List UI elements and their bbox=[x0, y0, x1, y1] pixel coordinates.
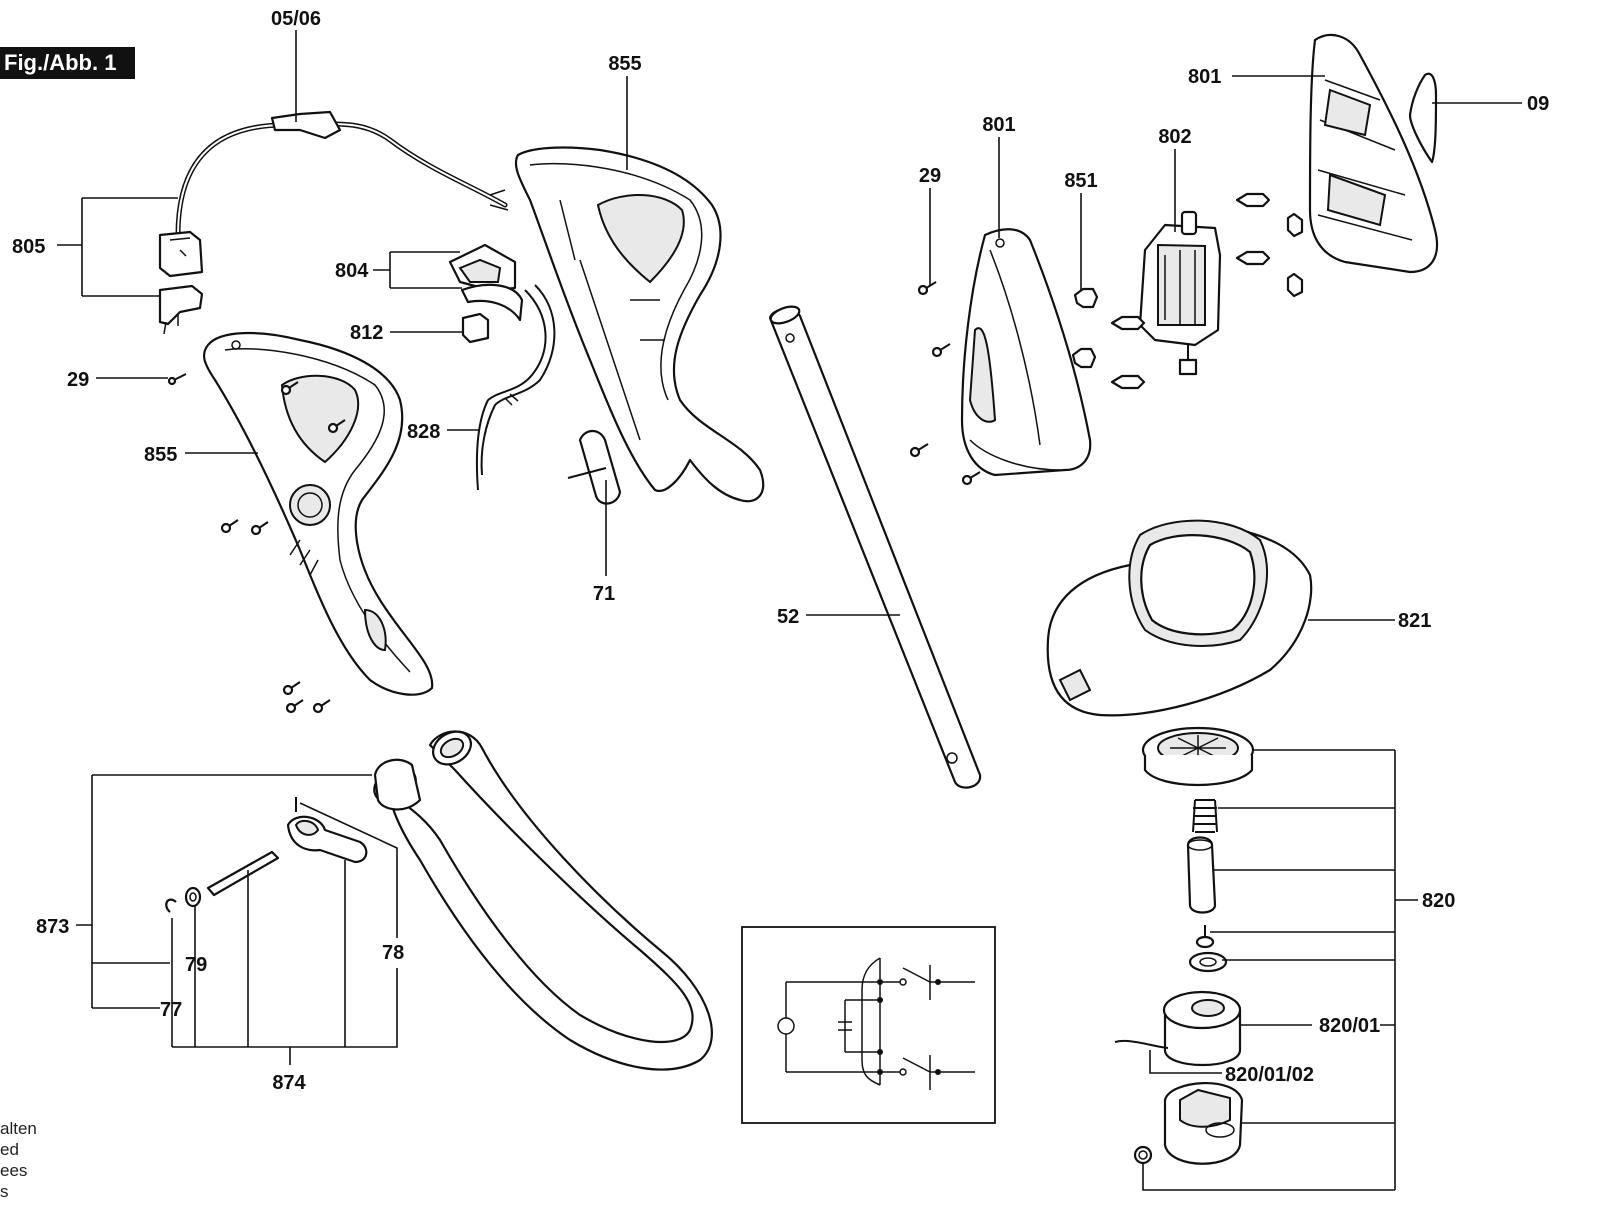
hex-nuts bbox=[1071, 192, 1304, 390]
label-802: 802 bbox=[1158, 126, 1191, 148]
label-71: 71 bbox=[593, 583, 615, 605]
figure-tag: Fig./Abb. 1 bbox=[0, 47, 135, 79]
label-820-01: 820/01 bbox=[1319, 1015, 1380, 1037]
wiring-schematic bbox=[741, 926, 996, 1124]
legend-line: ed bbox=[0, 1140, 19, 1159]
motor-housing-rear bbox=[1308, 33, 1439, 274]
handle-half-left bbox=[202, 331, 434, 696]
label-805: 805 bbox=[12, 236, 45, 258]
label-79: 79 bbox=[185, 954, 207, 976]
shaft-tube bbox=[768, 305, 982, 789]
label-09: 09 bbox=[1527, 93, 1549, 115]
label-873: 873 bbox=[36, 916, 69, 938]
handle-half-right bbox=[514, 146, 765, 503]
legend-line: alten bbox=[0, 1119, 37, 1138]
leader-lines bbox=[57, 30, 1522, 1191]
wire-set bbox=[475, 284, 556, 491]
legend-line: s bbox=[0, 1182, 9, 1201]
label-851: 851 bbox=[1064, 170, 1097, 192]
part-labels: 05/06 855 801 09 801 802 29 851 805 804 … bbox=[12, 8, 1549, 1094]
label-812: 812 bbox=[350, 322, 383, 344]
power-cable-assembly bbox=[158, 110, 509, 335]
label-77: 77 bbox=[160, 999, 182, 1021]
clamp-assembly bbox=[165, 797, 368, 913]
label-828: 828 bbox=[407, 421, 440, 443]
label-801-top: 801 bbox=[1188, 66, 1221, 88]
lock-button bbox=[567, 429, 622, 505]
legend-fragment: alten ed ees s bbox=[0, 1118, 37, 1202]
label-78: 78 bbox=[382, 942, 404, 964]
switch-assembly bbox=[448, 243, 524, 344]
label-874: 874 bbox=[272, 1072, 306, 1094]
legend-line: ees bbox=[0, 1161, 28, 1180]
label-52: 52 bbox=[777, 606, 799, 628]
bow-handle bbox=[373, 730, 713, 1071]
label-804: 804 bbox=[335, 260, 369, 282]
label-29-left: 29 bbox=[67, 369, 89, 391]
label-821: 821 bbox=[1398, 610, 1431, 632]
label-855-left: 855 bbox=[144, 444, 177, 466]
screws bbox=[167, 281, 981, 714]
label-855-top: 855 bbox=[608, 53, 641, 75]
label-820-01-02: 820/01/02 bbox=[1225, 1064, 1314, 1086]
motor-housing-front bbox=[960, 228, 1092, 477]
label-0506: 05/06 bbox=[271, 8, 321, 30]
protective-guard bbox=[1046, 519, 1313, 717]
label-820: 820 bbox=[1422, 890, 1455, 912]
label-29-mid: 29 bbox=[919, 165, 941, 187]
spool-assembly bbox=[1114, 726, 1255, 1165]
motor bbox=[1138, 210, 1222, 376]
label-801-mid: 801 bbox=[982, 114, 1015, 136]
